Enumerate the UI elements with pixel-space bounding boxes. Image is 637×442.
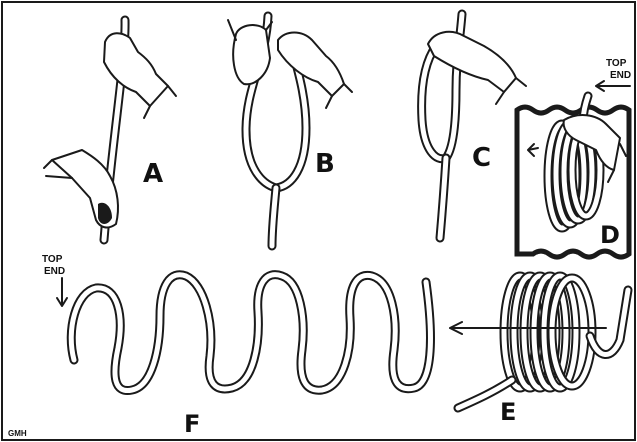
- top-end-label-right-2: END: [610, 70, 631, 81]
- top-end-label-left-1: TOP: [42, 254, 63, 265]
- panel-label-d: D: [600, 221, 620, 249]
- panel-label-e: E: [500, 398, 516, 426]
- panel-label-c: C: [472, 143, 491, 173]
- top-end-label-right-1: TOP: [606, 58, 627, 69]
- artist-signature: GMH: [8, 429, 27, 438]
- panel-label-a: A: [143, 159, 163, 189]
- panel-label-b: B: [315, 149, 335, 179]
- panel-label-f: F: [184, 410, 200, 438]
- top-end-label-left-2: END: [44, 266, 65, 277]
